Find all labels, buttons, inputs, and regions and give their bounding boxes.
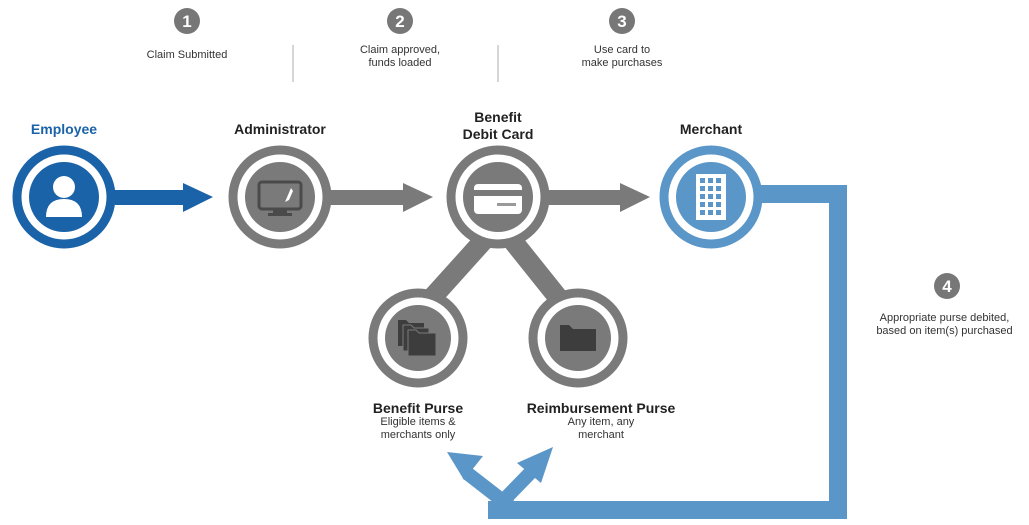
monitor-icon xyxy=(257,180,303,216)
step-number: 3 xyxy=(617,12,626,31)
step-2-line2: funds loaded xyxy=(368,57,432,69)
step-2-text: Claim approved, funds loaded xyxy=(340,44,460,70)
benefit-purse-text: Benefit Purse Eligible items & merchants… xyxy=(348,400,488,442)
step-1-label: Claim Submitted xyxy=(146,49,228,61)
folders-icon xyxy=(398,320,437,357)
step-1-text: Claim Submitted xyxy=(127,49,247,62)
step-4-line2: based on item(s) purchased xyxy=(876,325,1013,337)
benefit-purse-sub2: merchants only xyxy=(380,429,456,441)
merchant-label: Merchant xyxy=(679,121,743,137)
step-number: 2 xyxy=(395,12,404,31)
administrator-node xyxy=(228,145,332,249)
reimbursement-purse-sub1: Any item, any xyxy=(567,416,635,428)
employee-node xyxy=(12,145,116,249)
reimbursement-purse-text: Reimbursement Purse Any item, any mercha… xyxy=(503,400,699,442)
step-badge-3: 3 xyxy=(609,8,635,34)
employee-label: Employee xyxy=(30,121,98,137)
benefit-purse-label: Benefit Purse xyxy=(372,400,464,416)
administrator-label: Administrator xyxy=(234,121,326,137)
step-3-text: Use card to make purchases xyxy=(560,44,684,70)
step-4-line1: Appropriate purse debited, xyxy=(879,312,1010,324)
arrow-card-to-merchant xyxy=(546,183,650,212)
step-3-line1: Use card to xyxy=(593,44,651,56)
building-icon xyxy=(696,174,726,220)
merchant-node xyxy=(659,145,763,249)
step-4-text: Appropriate purse debited, based on item… xyxy=(862,312,1027,338)
return-path xyxy=(488,185,847,519)
reimbursement-purse-node xyxy=(528,288,628,388)
connector-to-benefit-purse xyxy=(422,233,492,307)
folder-icon xyxy=(560,325,596,351)
step-number: 4 xyxy=(942,277,952,296)
step-3-line2: make purchases xyxy=(581,57,663,69)
step-badge-2: 2 xyxy=(387,8,413,34)
return-arrow-reimbursement xyxy=(490,465,539,513)
arrowhead xyxy=(517,447,553,483)
debit-card-label-line1: Benefit xyxy=(474,109,522,125)
debit-card-node xyxy=(446,145,550,249)
debit-card-label-line2: Debit Card xyxy=(462,126,534,142)
step-badge-4: 4 xyxy=(934,273,960,299)
reimbursement-purse-sub2: merchant xyxy=(578,429,624,441)
benefit-purse-sub1: Eligible items & xyxy=(380,416,456,428)
step-2-line1: Claim approved, xyxy=(359,44,441,56)
arrow-administrator-to-card xyxy=(329,183,433,212)
reimbursement-purse-label: Reimbursement Purse xyxy=(526,400,676,416)
arrowhead xyxy=(447,452,483,480)
credit-card-icon xyxy=(474,184,522,214)
connector-to-reimbursement-purse xyxy=(504,233,568,307)
debit-card-label: Benefit Debit Card xyxy=(440,109,556,143)
step-badge-1: 1 xyxy=(174,8,200,34)
person-icon xyxy=(46,176,82,217)
benefit-purse-node xyxy=(368,288,468,388)
step-number: 1 xyxy=(182,12,191,31)
arrow-employee-to-administrator xyxy=(115,183,213,212)
